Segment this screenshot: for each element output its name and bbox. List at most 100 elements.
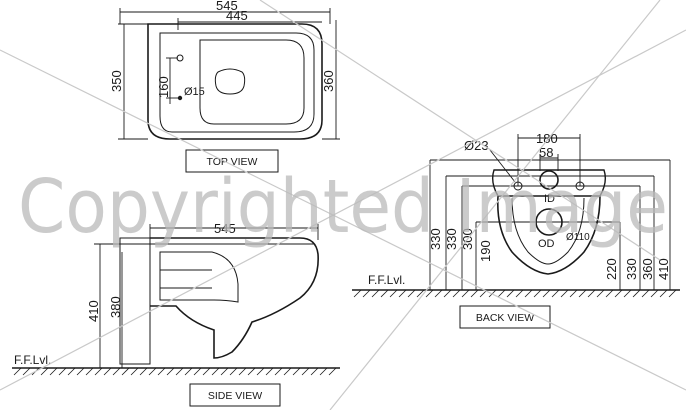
top-view-fixing-diameter: Ø15 bbox=[184, 86, 205, 98]
floor-hatch-stroke bbox=[292, 367, 301, 376]
floor-hatch-stroke bbox=[569, 289, 578, 298]
side-view-height-rim: 380 bbox=[108, 296, 123, 318]
top-view-rim bbox=[159, 32, 315, 133]
floor-hatch-stroke bbox=[157, 367, 166, 376]
floor-hatch-stroke bbox=[578, 289, 587, 298]
back-view-outlet-label: OD bbox=[538, 238, 555, 250]
floor-hatch-stroke bbox=[211, 367, 220, 376]
floor-hatch-stroke bbox=[103, 367, 112, 376]
floor-hatch-stroke bbox=[58, 367, 67, 376]
top-view-bowl-outline bbox=[147, 23, 323, 140]
back-view: F.F.Lvl. ID OD Ø110 180 58 Ø23 bbox=[352, 131, 680, 329]
floor-hatch-stroke bbox=[193, 367, 202, 376]
floor-hatch-stroke bbox=[265, 367, 274, 376]
back-view-floor-label: F.F.Lvl. bbox=[368, 273, 405, 287]
top-view-fixing-bolt-lower bbox=[177, 95, 183, 101]
floor-hatch-stroke bbox=[650, 289, 659, 298]
floor-hatch-stroke bbox=[76, 367, 85, 376]
floor-hatch-stroke bbox=[614, 289, 623, 298]
side-view-bowl-body bbox=[150, 237, 319, 359]
back-view-right-dim-4: 410 bbox=[656, 258, 671, 280]
back-view-inner-outline bbox=[511, 197, 585, 265]
back-view-left-dim-4: 190 bbox=[478, 240, 493, 262]
floor-hatch-stroke bbox=[632, 289, 641, 298]
floor-hatch-stroke bbox=[452, 289, 461, 298]
floor-hatch-stroke bbox=[220, 367, 229, 376]
top-view-label-box bbox=[185, 149, 279, 173]
side-view-wall-plate bbox=[119, 237, 151, 365]
floor-hatch-stroke bbox=[13, 367, 22, 376]
floor-hatch-stroke bbox=[461, 289, 470, 298]
back-view-inlet bbox=[539, 170, 559, 190]
floor-hatch-stroke bbox=[641, 289, 650, 298]
side-view-label: SIDE VIEW bbox=[208, 390, 262, 402]
floor-hatch-stroke bbox=[94, 367, 103, 376]
back-view-right-dim-1: 220 bbox=[604, 258, 619, 280]
side-view-length: 545 bbox=[214, 221, 236, 236]
floor-hatch-stroke bbox=[256, 367, 265, 376]
floor-hatch-stroke bbox=[229, 367, 238, 376]
floor-hatch-stroke bbox=[587, 289, 596, 298]
floor-hatch-stroke bbox=[40, 367, 49, 376]
back-view-outlet-diameter: Ø110 bbox=[566, 232, 590, 243]
back-view-right-dim-3: 360 bbox=[640, 258, 655, 280]
floor-hatch-stroke bbox=[130, 367, 139, 376]
floor-hatch-stroke bbox=[148, 367, 157, 376]
floor-hatch-stroke bbox=[22, 367, 31, 376]
back-view-inlet-label: ID bbox=[544, 193, 555, 205]
side-view-trap bbox=[159, 251, 239, 303]
floor-hatch-stroke bbox=[443, 289, 452, 298]
floor-hatch-stroke bbox=[85, 367, 94, 376]
floor-hatch-stroke bbox=[166, 367, 175, 376]
back-view-label: BACK VIEW bbox=[476, 312, 534, 324]
back-view-bowl-body bbox=[496, 195, 601, 275]
back-view-floor-hatch bbox=[353, 289, 677, 298]
floor-hatch-stroke bbox=[497, 289, 506, 298]
floor-hatch-stroke bbox=[425, 289, 434, 298]
floor-hatch-stroke bbox=[506, 289, 515, 298]
floor-hatch-stroke bbox=[533, 289, 542, 298]
floor-hatch-stroke bbox=[310, 367, 319, 376]
floor-hatch-stroke bbox=[283, 367, 292, 376]
floor-hatch-stroke bbox=[362, 289, 371, 298]
floor-hatch-stroke bbox=[112, 367, 121, 376]
floor-hatch-stroke bbox=[328, 367, 337, 376]
back-view-left-dim-1: 330 bbox=[428, 228, 443, 250]
side-view-height-total: 410 bbox=[86, 300, 101, 322]
floor-hatch-stroke bbox=[596, 289, 605, 298]
floor-hatch-stroke bbox=[67, 367, 76, 376]
top-view: 160 Ø15 545 445 350 360 TOP VIEW bbox=[109, 0, 340, 173]
floor-hatch-stroke bbox=[551, 289, 560, 298]
top-view-drain-hole bbox=[214, 68, 246, 95]
floor-hatch-stroke bbox=[515, 289, 524, 298]
back-view-label-box bbox=[459, 305, 551, 329]
floor-hatch-stroke bbox=[371, 289, 380, 298]
top-view-depth-right: 360 bbox=[321, 70, 336, 92]
floor-hatch-stroke bbox=[175, 367, 184, 376]
top-view-seat-opening bbox=[199, 39, 305, 125]
floor-hatch-stroke bbox=[319, 367, 328, 376]
floor-hatch-stroke bbox=[121, 367, 130, 376]
floor-hatch-stroke bbox=[659, 289, 668, 298]
floor-hatch-stroke bbox=[301, 367, 310, 376]
floor-hatch-stroke bbox=[434, 289, 443, 298]
floor-hatch-stroke bbox=[49, 367, 58, 376]
back-view-bolt-diameter: Ø23 bbox=[464, 138, 489, 153]
floor-hatch-stroke bbox=[605, 289, 614, 298]
back-view-left-dim-2: 330 bbox=[444, 228, 459, 250]
floor-hatch-stroke bbox=[184, 367, 193, 376]
floor-hatch-stroke bbox=[274, 367, 283, 376]
floor-hatch-stroke bbox=[524, 289, 533, 298]
floor-hatch-stroke bbox=[238, 367, 247, 376]
side-view-floor-hatch bbox=[13, 367, 337, 376]
top-view-depth-left: 350 bbox=[109, 70, 124, 92]
floor-hatch-stroke bbox=[560, 289, 569, 298]
back-view-outer-spacing: 180 bbox=[536, 131, 558, 146]
side-view: F.F.Lvl. 545 410 380 SIDE VIEW bbox=[12, 221, 340, 407]
floor-hatch-stroke bbox=[389, 289, 398, 298]
floor-hatch-stroke bbox=[623, 289, 632, 298]
floor-hatch-stroke bbox=[247, 367, 256, 376]
top-view-inner-width: 445 bbox=[226, 8, 248, 23]
